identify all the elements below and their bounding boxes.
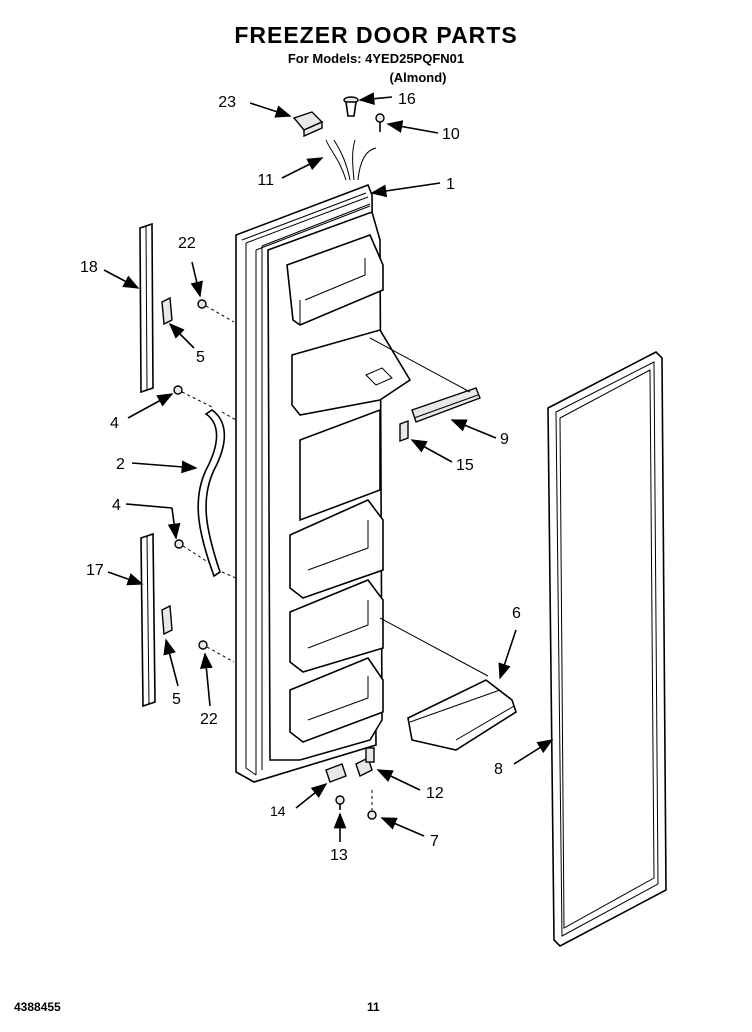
callout-14: 14 [270, 803, 286, 819]
connector-part-23 [292, 111, 324, 138]
clip-part-5-upper [161, 296, 173, 326]
callout-6: 6 [512, 605, 521, 622]
screw-part-10 [375, 113, 385, 132]
callout-16: 16 [398, 91, 416, 108]
screw-part-4-upper [173, 385, 215, 409]
callout-12: 12 [426, 785, 444, 802]
callout-15: 15 [456, 457, 474, 474]
callout-5-upper: 5 [196, 349, 205, 366]
screw-part-22-lower [198, 640, 235, 663]
leader-lines [103, 92, 554, 842]
callout-18: 18 [80, 259, 98, 276]
bracket-part-15 [399, 419, 409, 443]
callout-22-upper: 22 [178, 235, 196, 252]
callout-2: 2 [116, 456, 125, 473]
door-bin-part-6 [379, 617, 517, 751]
models-line: For Models: 4YED25PQFN01 [287, 51, 465, 66]
trim-strip-part-18 [139, 222, 154, 394]
screw-part-22-upper [197, 299, 235, 323]
page-number: 11 [367, 1000, 380, 1014]
color-line: (Almond) [389, 70, 447, 85]
block-part-14 [325, 763, 347, 783]
callout-13: 13 [330, 847, 348, 864]
callout-11: 11 [257, 172, 274, 189]
screw-part-7 [367, 790, 377, 820]
callout-22-lower: 22 [200, 711, 218, 728]
screw-part-13 [335, 795, 345, 810]
page-title: FREEZER DOOR PARTS [234, 22, 518, 48]
dispenser-bar-part-9 [369, 337, 481, 423]
callout-7: 7 [430, 833, 439, 850]
trim-strip-part-17 [140, 532, 156, 708]
door-gasket-part-8 [547, 351, 667, 947]
plug-part-16 [343, 96, 359, 117]
document-number: 4388455 [14, 1000, 61, 1014]
handle-part-2 [197, 409, 237, 579]
callout-17: 17 [86, 562, 104, 579]
callout-10: 10 [442, 126, 460, 143]
clip-part-5-lower [161, 604, 173, 636]
callout-8: 8 [494, 761, 503, 778]
callout-4-upper: 4 [110, 415, 119, 432]
callout-23: 23 [218, 94, 236, 111]
screw-part-4-lower [174, 539, 215, 567]
hinge-part-12 [355, 747, 375, 777]
callout-1: 1 [446, 176, 455, 193]
callout-9: 9 [500, 431, 509, 448]
freezer-door [235, 139, 412, 783]
callout-4-lower: 4 [112, 497, 121, 514]
callout-5-lower: 5 [172, 691, 181, 708]
